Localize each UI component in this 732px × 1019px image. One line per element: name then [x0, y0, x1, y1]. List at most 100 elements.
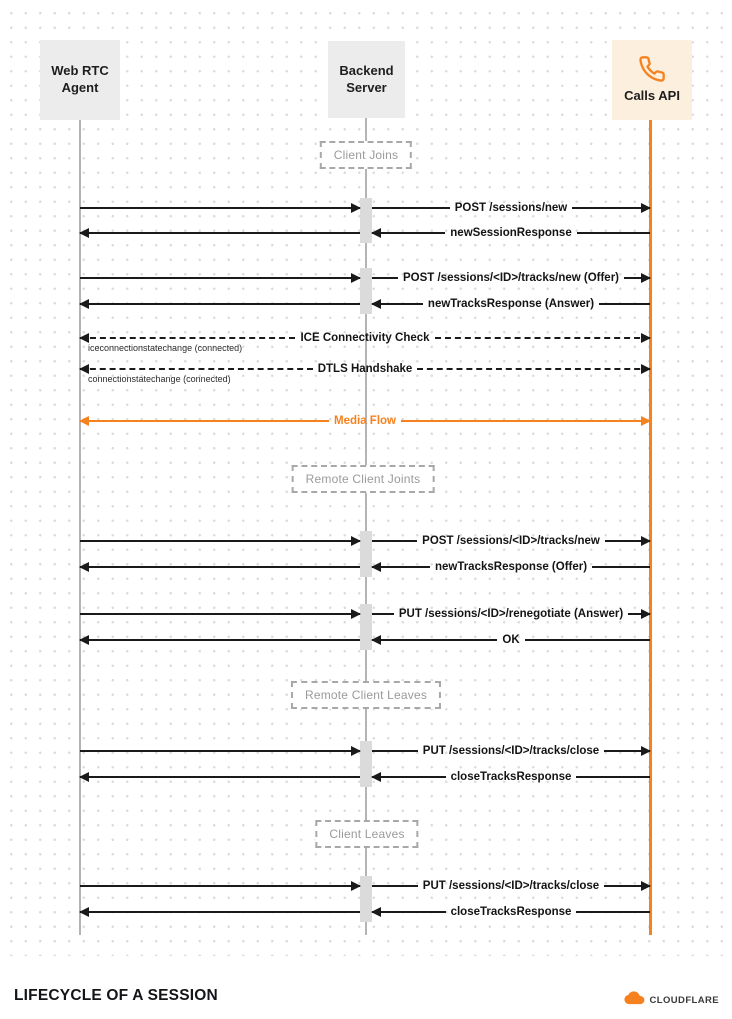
arrow-backend-to-webrtc — [79, 225, 360, 241]
message-new-session-response: newSessionResponse — [371, 225, 650, 241]
arrow-line — [80, 232, 360, 234]
lifeline-webrtc-agent — [79, 120, 81, 935]
arrow-line — [372, 911, 446, 913]
arrow-line — [372, 750, 418, 752]
arrow-line — [80, 368, 313, 370]
arrow-line — [524, 639, 650, 641]
message-label: POST /sessions/new — [454, 202, 568, 214]
arrow-line — [401, 420, 651, 422]
arrow-line — [628, 613, 651, 615]
arrow-webrtc-to-backend — [80, 606, 361, 622]
arrow-line — [80, 885, 360, 887]
message-label: POST /sessions/<ID>/tracks/new — [422, 535, 600, 547]
arrow-line — [372, 639, 498, 641]
arrow-line — [604, 885, 650, 887]
note-ice-state: iceconnectionstatechange (connected) — [88, 343, 243, 353]
actor-label: Server — [346, 79, 387, 95]
message-label: POST /sessions/<ID>/tracks/new (Offer) — [402, 272, 620, 284]
arrow-line — [372, 776, 446, 778]
arrow-webrtc-to-backend — [80, 200, 361, 216]
message-new-tracks-response-answer: newTracksResponse (Answer) — [371, 296, 651, 312]
arrow-line — [417, 368, 651, 370]
arrow-line — [80, 207, 360, 209]
arrow-line — [372, 885, 418, 887]
message-label: ICE Connectivity Check — [300, 332, 430, 344]
message-put-tracks-close-2: PUT /sessions/<ID>/tracks/close — [372, 878, 651, 894]
arrow-webrtc-to-backend — [80, 533, 361, 549]
message-label: newTracksResponse (Offer) — [434, 561, 588, 573]
message-label: closeTracksResponse — [450, 771, 572, 783]
arrow-line — [576, 232, 650, 234]
message-label: PUT /sessions/<ID>/tracks/close — [422, 880, 600, 892]
message-new-tracks-response-offer: newTracksResponse (Offer) — [371, 559, 651, 575]
arrow-backend-to-webrtc — [79, 632, 360, 648]
arrow-line — [604, 750, 650, 752]
arrow-backend-to-webrtc — [79, 769, 360, 785]
arrow-line — [592, 566, 651, 568]
arrow-backend-to-webrtc — [79, 296, 360, 312]
page-title: LIFECYCLE OF A SESSION — [14, 987, 218, 1004]
arrow-backend-to-webrtc — [79, 904, 360, 920]
actor-webrtc-agent: Web RTC Agent — [40, 40, 120, 120]
phase-client-joins: Client Joins — [319, 141, 413, 169]
arrow-line — [572, 207, 651, 209]
arrow-line — [372, 277, 398, 279]
actor-backend-server: Backend Server — [328, 41, 405, 118]
lifeline-calls-api — [649, 120, 652, 935]
phone-icon — [638, 55, 666, 83]
arrow-line — [372, 232, 446, 234]
arrow-line — [372, 566, 430, 568]
message-media-flow: Media Flow — [79, 413, 651, 429]
cloudflare-cloud-icon — [623, 991, 646, 1010]
message-label: PUT /sessions/<ID>/renegotiate (Answer) — [398, 608, 624, 620]
arrow-line — [80, 750, 360, 752]
activation-bar — [360, 531, 372, 577]
arrow-line — [80, 303, 360, 305]
message-close-tracks-response-2: closeTracksResponse — [371, 904, 651, 920]
arrow-webrtc-to-backend — [80, 270, 361, 286]
message-label: newTracksResponse (Answer) — [427, 298, 595, 310]
message-post-sessions-new: POST /sessions/new — [372, 200, 651, 216]
arrow-line — [80, 337, 296, 339]
arrow-line — [372, 540, 418, 542]
note-dtls-state: connectionstatechange (connected) — [88, 374, 231, 384]
activation-bar — [360, 876, 372, 922]
arrow-line — [434, 337, 650, 339]
arrow-line — [372, 613, 394, 615]
actor-label: Calls API — [624, 88, 680, 104]
arrow-line — [80, 639, 360, 641]
message-label: DTLS Handshake — [317, 363, 413, 375]
message-label: Media Flow — [334, 415, 396, 427]
actor-calls-api: Calls API — [612, 40, 692, 120]
arrow-webrtc-to-backend — [80, 878, 361, 894]
cloudflare-logo: CLOUDFLARE — [623, 991, 719, 1010]
actor-label: Web RTC — [51, 63, 109, 79]
message-close-tracks-response-1: closeTracksResponse — [371, 769, 651, 785]
message-post-tracks-new: POST /sessions/<ID>/tracks/new — [372, 533, 651, 549]
phase-remote-client-joins: Remote Client Joints — [291, 465, 435, 493]
phase-client-leaves: Client Leaves — [315, 820, 419, 848]
arrow-line — [576, 911, 651, 913]
arrow-line — [80, 420, 330, 422]
cloudflare-wordmark: CLOUDFLARE — [649, 995, 719, 1006]
arrow-line — [80, 540, 360, 542]
arrow-line — [599, 303, 651, 305]
arrow-line — [80, 776, 360, 778]
message-label: newSessionResponse — [450, 227, 572, 239]
activation-bar — [360, 741, 372, 787]
message-post-tracks-new-offer: POST /sessions/<ID>/tracks/new (Offer) — [372, 270, 651, 286]
activation-bar — [360, 198, 372, 243]
message-dtls-handshake: DTLS Handshake — [79, 361, 651, 377]
actor-label: Agent — [61, 80, 99, 95]
activation-bar — [360, 604, 372, 650]
arrow-line — [372, 207, 450, 209]
message-label: OK — [502, 634, 520, 646]
message-put-tracks-close-1: PUT /sessions/<ID>/tracks/close — [372, 743, 651, 759]
arrow-webrtc-to-backend — [80, 743, 361, 759]
arrow-line — [604, 540, 651, 542]
message-ok: OK — [371, 632, 650, 648]
arrow-line — [80, 613, 360, 615]
message-label: closeTracksResponse — [450, 906, 572, 918]
arrow-backend-to-webrtc — [79, 559, 360, 575]
message-label: PUT /sessions/<ID>/tracks/close — [422, 745, 600, 757]
